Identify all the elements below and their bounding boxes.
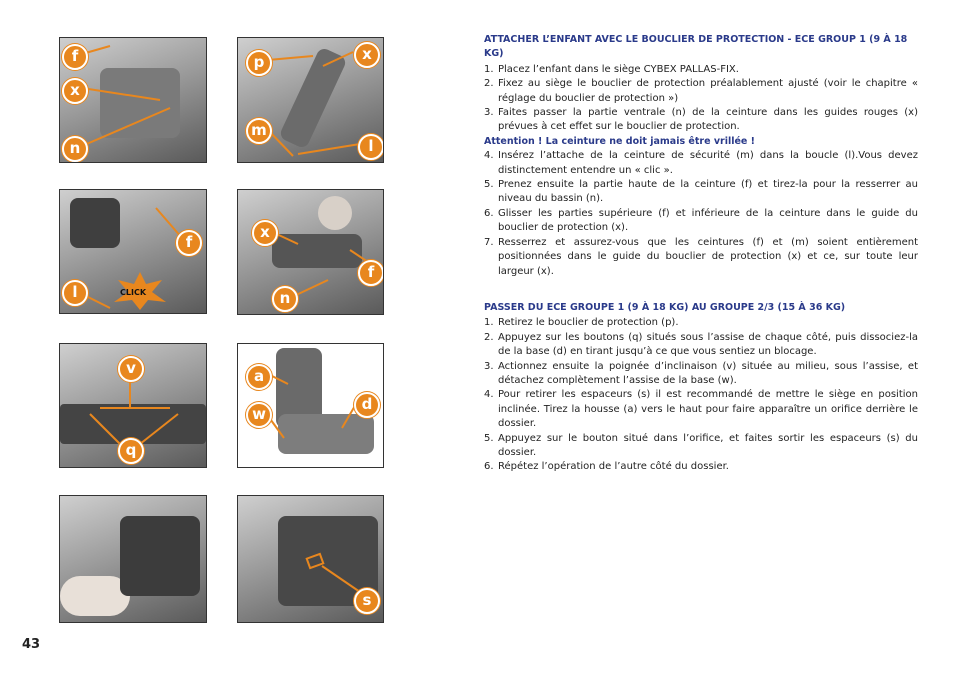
page-number: 43 <box>22 637 41 652</box>
figure-6-photo: a w d <box>237 343 384 468</box>
label-x: x <box>252 220 278 246</box>
list-item: 6.Répétez l’opération de l’autre côté du… <box>484 461 729 473</box>
section1-title: ATTACHER L’ENFANT AVEC LE BOUCLIER DE PR… <box>484 34 908 60</box>
label-l: l <box>358 134 383 160</box>
figure-1-photo: f x n <box>59 37 207 163</box>
list-item: 4.Pour retirer les espaceurs (s) il est … <box>484 389 918 430</box>
figure-2-leaders <box>267 51 361 157</box>
list-item: 3.Actionnez ensuite la poignée d’inclina… <box>484 360 918 386</box>
label-f: f <box>176 230 202 256</box>
label-m: m <box>246 118 272 144</box>
list-item: 6.Glisser les parties supérieure (f) et … <box>484 207 918 234</box>
warning-text: Attention ! La ceinture ne doit jamais ê… <box>484 135 756 147</box>
label-s: s <box>354 588 380 614</box>
section-spacer <box>484 279 918 301</box>
list-item: 2.Appuyez sur les boutons (q) situés sou… <box>484 331 918 358</box>
figure-8-photo: s <box>237 495 384 623</box>
label-q: q <box>118 438 144 464</box>
label-n: n <box>272 286 298 312</box>
list-item: 1.Retirez le bouclier de protection (p). <box>484 317 679 329</box>
figure-4-photo: x f n <box>237 189 384 315</box>
base-shape <box>278 414 374 454</box>
figure-4-leaders <box>267 229 369 297</box>
seat-shape <box>70 198 120 248</box>
label-w: w <box>246 402 272 428</box>
section1-steps-b: 4.Insérez l’attache de la ceinture de sé… <box>484 149 918 279</box>
figure-5-photo: v q <box>59 343 207 468</box>
label-l: l <box>62 280 88 306</box>
list-item: 7.Resserrez et assurez-vous que les cein… <box>484 236 918 277</box>
section2-steps: 1.Retirez le bouclier de protection (p).… <box>484 316 918 474</box>
figure-5-leaders <box>89 378 179 445</box>
list-item: 2.Fixez au siège le bouclier de protecti… <box>484 78 918 104</box>
label-f: f <box>62 44 88 70</box>
label-p: p <box>246 50 272 76</box>
label-x: x <box>354 42 380 68</box>
label-v: v <box>118 356 144 382</box>
section2-title: PASSER DU ECE GROUPE 1 (9 À 18 KG) AU GR… <box>484 301 846 313</box>
instructions-column: ATTACHER L’ENFANT AVEC LE BOUCLIER DE PR… <box>484 33 918 475</box>
label-d: d <box>354 392 380 418</box>
list-item: 3.Faites passer la partie ventrale (n) d… <box>484 107 918 133</box>
list-item: 5.Prenez ensuite la partie haute de la c… <box>484 179 918 205</box>
section1-steps-a: 1.Placez l’enfant dans le siège CYBEX PA… <box>484 63 918 135</box>
label-n: n <box>62 136 88 162</box>
label-x: x <box>62 78 88 104</box>
list-item: 4.Insérez l’attache de la ceinture de sé… <box>484 150 918 176</box>
click-text: CLICK <box>120 288 147 297</box>
figure-3-photo: CLICK f l <box>59 189 207 314</box>
base-shape <box>60 404 206 444</box>
figure-7-photo <box>59 495 207 623</box>
hand-shape <box>60 576 130 616</box>
list-item: 1.Placez l’enfant dans le siège CYBEX PA… <box>484 63 739 75</box>
figure-8-leaders <box>305 552 361 593</box>
click-burst-icon <box>114 272 166 310</box>
seat-shape <box>100 68 180 138</box>
list-item: 5.Appuyez sur le bouton situé dans l’ori… <box>484 432 918 458</box>
label-a: a <box>246 364 272 390</box>
label-f: f <box>358 260 383 286</box>
figure-2-photo: p x m l <box>237 37 384 163</box>
seat-shape <box>120 516 200 596</box>
child-shape <box>318 196 352 230</box>
